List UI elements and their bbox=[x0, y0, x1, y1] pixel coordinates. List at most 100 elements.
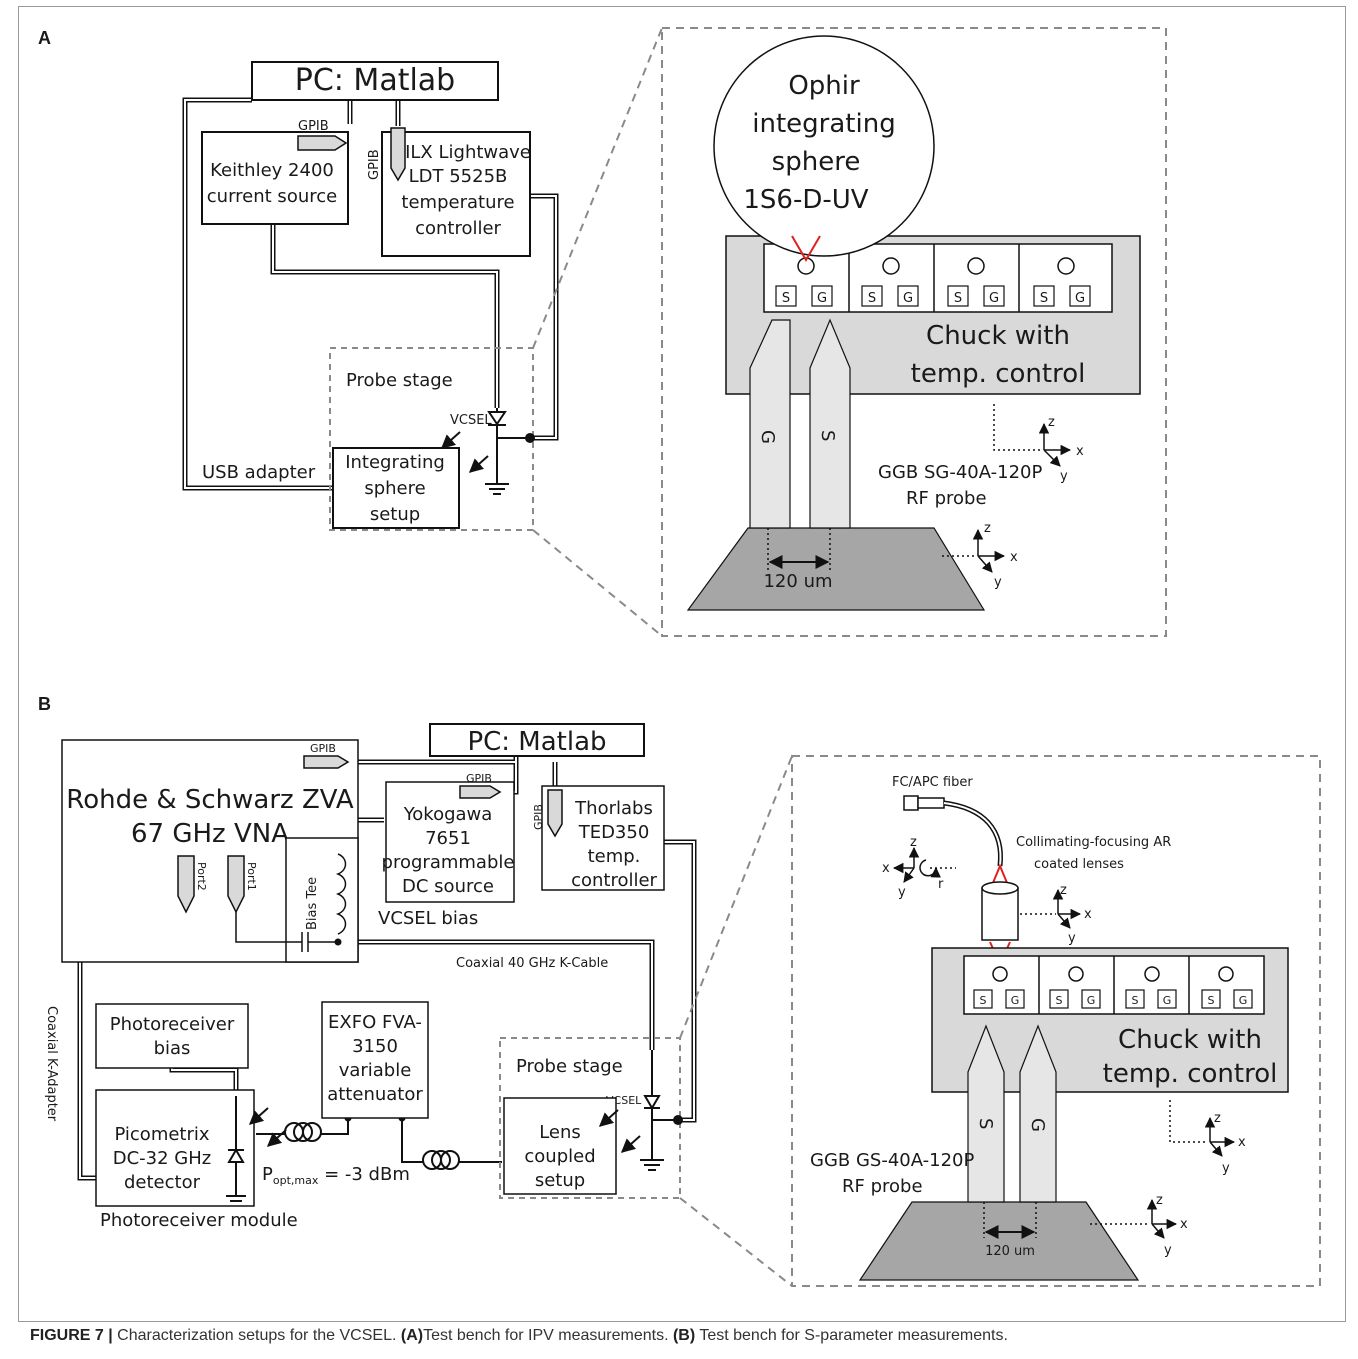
gpib-connector-b1 bbox=[303, 755, 350, 769]
exfo-line4: attenuator bbox=[327, 1084, 423, 1105]
axis-y-b3: y bbox=[1222, 1161, 1230, 1176]
probe-base-a bbox=[686, 527, 986, 611]
thorlabs-line2: TED350 bbox=[578, 822, 650, 843]
axis-x-b3: x bbox=[1238, 1135, 1246, 1150]
probe-g-label-b: G bbox=[1027, 1118, 1048, 1132]
port2-connector bbox=[177, 855, 195, 914]
axis-y-b4: y bbox=[1164, 1243, 1172, 1258]
probe-stage-label-a: Probe stage bbox=[346, 370, 453, 391]
vcsel-bias-label: VCSEL bias bbox=[378, 908, 478, 929]
picometrix-box bbox=[95, 1089, 255, 1207]
pad-g-b3: G bbox=[1163, 994, 1172, 1007]
pc-box-a bbox=[251, 61, 499, 101]
rf-probe-line1-b: GGB GS-40A-120P bbox=[810, 1150, 975, 1171]
lens-setup-line2: coupled bbox=[524, 1146, 595, 1167]
chuck-line1-b: Chuck with bbox=[1118, 1025, 1262, 1055]
ilx-line1: ILX Lightwave bbox=[405, 142, 531, 163]
ilx-line4: controller bbox=[415, 218, 501, 239]
pad-g-b2: G bbox=[1087, 994, 1096, 1007]
chuck-line2-a: temp. control bbox=[911, 359, 1086, 389]
photo-module-label: Photoreceiver module bbox=[100, 1210, 298, 1231]
chuck-line2-b: temp. control bbox=[1103, 1059, 1278, 1089]
lenses-line1: Collimating-focusing AR bbox=[1016, 835, 1171, 850]
popt-symbol: P bbox=[262, 1164, 273, 1185]
caption-main: Characterization setups for the VCSEL. bbox=[112, 1327, 401, 1344]
probe-stage-label-b: Probe stage bbox=[516, 1056, 623, 1077]
setup-diagram: A PC: Matlab Keithley 2400 current sourc… bbox=[38, 27, 1321, 1287]
gpib-label-b2: GPIB bbox=[466, 772, 492, 785]
fiber-coils bbox=[256, 1118, 502, 1170]
axis-x-b4: x bbox=[1180, 1217, 1188, 1232]
zoom-box-a bbox=[661, 27, 1167, 637]
axis-x-a2: x bbox=[1010, 550, 1018, 565]
photo-bias-box bbox=[95, 1003, 249, 1069]
axis-z-b2: z bbox=[1060, 883, 1067, 898]
probe-s-label-b: S bbox=[975, 1118, 996, 1129]
pad-g-b1: G bbox=[1011, 994, 1020, 1007]
gpib-label-b1: GPIB bbox=[310, 742, 336, 755]
axis-z-b4: z bbox=[1156, 1193, 1163, 1208]
gpib-connector-b3 bbox=[547, 789, 563, 838]
pc-label-b: PC: Matlab bbox=[467, 727, 606, 757]
axis-z-a1: z bbox=[1048, 415, 1055, 430]
probe-tip-g-b bbox=[1019, 1024, 1057, 1203]
usb-label: USB adapter bbox=[202, 462, 316, 483]
axis-y-a1: y bbox=[1060, 469, 1068, 484]
caption-a-text: Test bench for IPV measurements. bbox=[423, 1327, 673, 1344]
probe-base-b bbox=[858, 1201, 1140, 1281]
pad-s-a3: S bbox=[954, 291, 962, 306]
rf-probe-line1-a: GGB SG-40A-120P bbox=[878, 462, 1043, 483]
pad-s-a2: S bbox=[868, 291, 876, 306]
probe-g-label-a: G bbox=[757, 430, 778, 444]
vcsel-diode-b bbox=[640, 1050, 678, 1171]
pad-s-a4: S bbox=[1040, 291, 1048, 306]
ophir-line2: integrating bbox=[752, 109, 895, 139]
gpib-connector-b2 bbox=[459, 785, 502, 799]
zoom-box-b bbox=[791, 755, 1321, 1287]
picometrix-line2: DC-32 GHz bbox=[113, 1148, 211, 1169]
caption-fig-number: FIGURE 7 | bbox=[30, 1327, 113, 1344]
picometrix-line3: detector bbox=[124, 1172, 201, 1193]
probe-stage-box-a bbox=[329, 347, 534, 531]
integrating-line1: Integrating bbox=[345, 452, 445, 473]
pad-s-b4: S bbox=[1208, 994, 1215, 1007]
axis-y-a2: y bbox=[994, 575, 1002, 590]
axis-r-b1: r bbox=[938, 877, 944, 892]
axis-y-b1: y bbox=[898, 885, 906, 900]
caption-b-label: (B) bbox=[672, 1327, 696, 1344]
exfo-line1: EXFO FVA- bbox=[328, 1012, 422, 1033]
caption-b-text: Test bench for S-parameter measurements. bbox=[695, 1327, 1008, 1344]
ilx-line2: LDT 5525B bbox=[409, 166, 508, 187]
integrating-setup-box bbox=[332, 447, 460, 529]
yokogawa-line3: programmable bbox=[382, 852, 515, 873]
thorlabs-line1: Thorlabs bbox=[574, 798, 653, 819]
gpib-label-a2: GPIB bbox=[367, 149, 382, 180]
keithley-line2: current source bbox=[207, 186, 337, 207]
popt-subscript: opt,max bbox=[273, 1174, 319, 1187]
bias-tee-label: Bias Tee bbox=[305, 877, 320, 930]
gpib-label-b3: GPIB bbox=[532, 804, 545, 830]
lens-setup-line1: Lens bbox=[539, 1122, 581, 1143]
pc-box-b bbox=[429, 723, 645, 757]
axis-z-b3: z bbox=[1214, 1111, 1221, 1126]
gpib-connector-a2 bbox=[390, 127, 406, 182]
pad-s-a1: S bbox=[782, 291, 790, 306]
fiber-label: FC/APC fiber bbox=[892, 775, 973, 790]
yokogawa-line2: 7651 bbox=[425, 828, 471, 849]
yokogawa-line1: Yokogawa bbox=[403, 804, 493, 825]
pad-s-b2: S bbox=[1056, 994, 1063, 1007]
yokogawa-line4: DC source bbox=[402, 876, 494, 897]
pad-g-a2: G bbox=[903, 291, 913, 306]
probe-s-label-a: S bbox=[817, 430, 838, 441]
pc-label-a: PC: Matlab bbox=[295, 63, 455, 98]
photo-bias-line1: Photoreceiver bbox=[110, 1014, 235, 1035]
exfo-line3: variable bbox=[339, 1060, 412, 1081]
integrating-line2: sphere bbox=[364, 478, 425, 499]
lens-setup-line3: setup bbox=[535, 1170, 585, 1191]
probe-stage-box-b bbox=[499, 1037, 681, 1199]
popt-label: Popt,max = -3 dBm bbox=[262, 1164, 410, 1187]
ilx-box bbox=[381, 131, 531, 257]
axis-x-b1: x bbox=[882, 861, 890, 876]
gpib-label-a1: GPIB bbox=[298, 119, 329, 134]
pad-g-a4: G bbox=[1075, 291, 1085, 306]
